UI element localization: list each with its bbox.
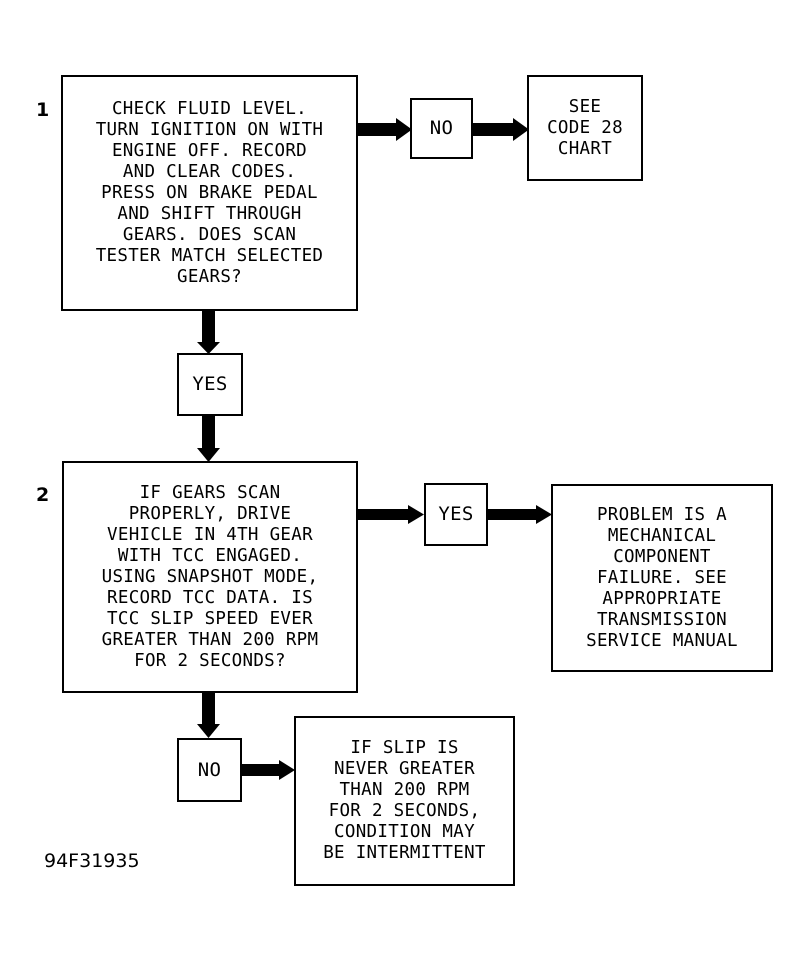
- see-code-28-box: SEE CODE 28 CHART: [527, 75, 643, 181]
- mechanical-failure-box: PROBLEM IS A MECHANICAL COMPONENT FAILUR…: [551, 484, 773, 672]
- mechanical-failure-text: PROBLEM IS A MECHANICAL COMPONENT FAILUR…: [586, 504, 738, 651]
- arrow-box2-to-yes: [356, 505, 424, 524]
- step2-question-text: IF GEARS SCAN PROPERLY, DRIVE VEHICLE IN…: [101, 482, 319, 671]
- intermittent-condition-box: IF SLIP IS NEVER GREATER THAN 200 RPM FO…: [294, 716, 515, 886]
- arrow-box1-to-yes: [197, 310, 220, 354]
- see-code-28-text: SEE CODE 28 CHART: [547, 96, 623, 159]
- no-label-text-2: NO: [197, 758, 222, 781]
- step1-question-box: CHECK FLUID LEVEL. TURN IGNITION ON WITH…: [61, 75, 358, 311]
- intermittent-condition-text: IF SLIP IS NEVER GREATER THAN 200 RPM FO…: [323, 738, 486, 863]
- yes-label-box-1: YES: [177, 353, 243, 416]
- arrow-box1-to-no: [358, 118, 412, 141]
- step1-question-text: CHECK FLUID LEVEL. TURN IGNITION ON WITH…: [95, 98, 324, 287]
- arrow-no-to-intermittent: [241, 760, 295, 780]
- no-label-box-2: NO: [177, 738, 242, 802]
- arrow-yes-to-mechanical: [488, 505, 552, 524]
- yes-label-text-2: YES: [438, 503, 474, 525]
- yes-label-text-1: YES: [192, 373, 228, 395]
- no-label-box-1: NO: [410, 98, 473, 159]
- arrow-yes-to-box2: [197, 415, 220, 462]
- arrow-no-to-see-code: [473, 118, 529, 141]
- no-label-text-1: NO: [429, 117, 454, 139]
- step-number-1: 1: [36, 99, 50, 121]
- step-number-2: 2: [36, 484, 50, 506]
- arrow-box2-to-no: [197, 692, 220, 738]
- figure-id: 94F31935: [44, 850, 140, 872]
- yes-label-box-2: YES: [424, 483, 488, 546]
- step2-question-box: IF GEARS SCAN PROPERLY, DRIVE VEHICLE IN…: [62, 461, 358, 693]
